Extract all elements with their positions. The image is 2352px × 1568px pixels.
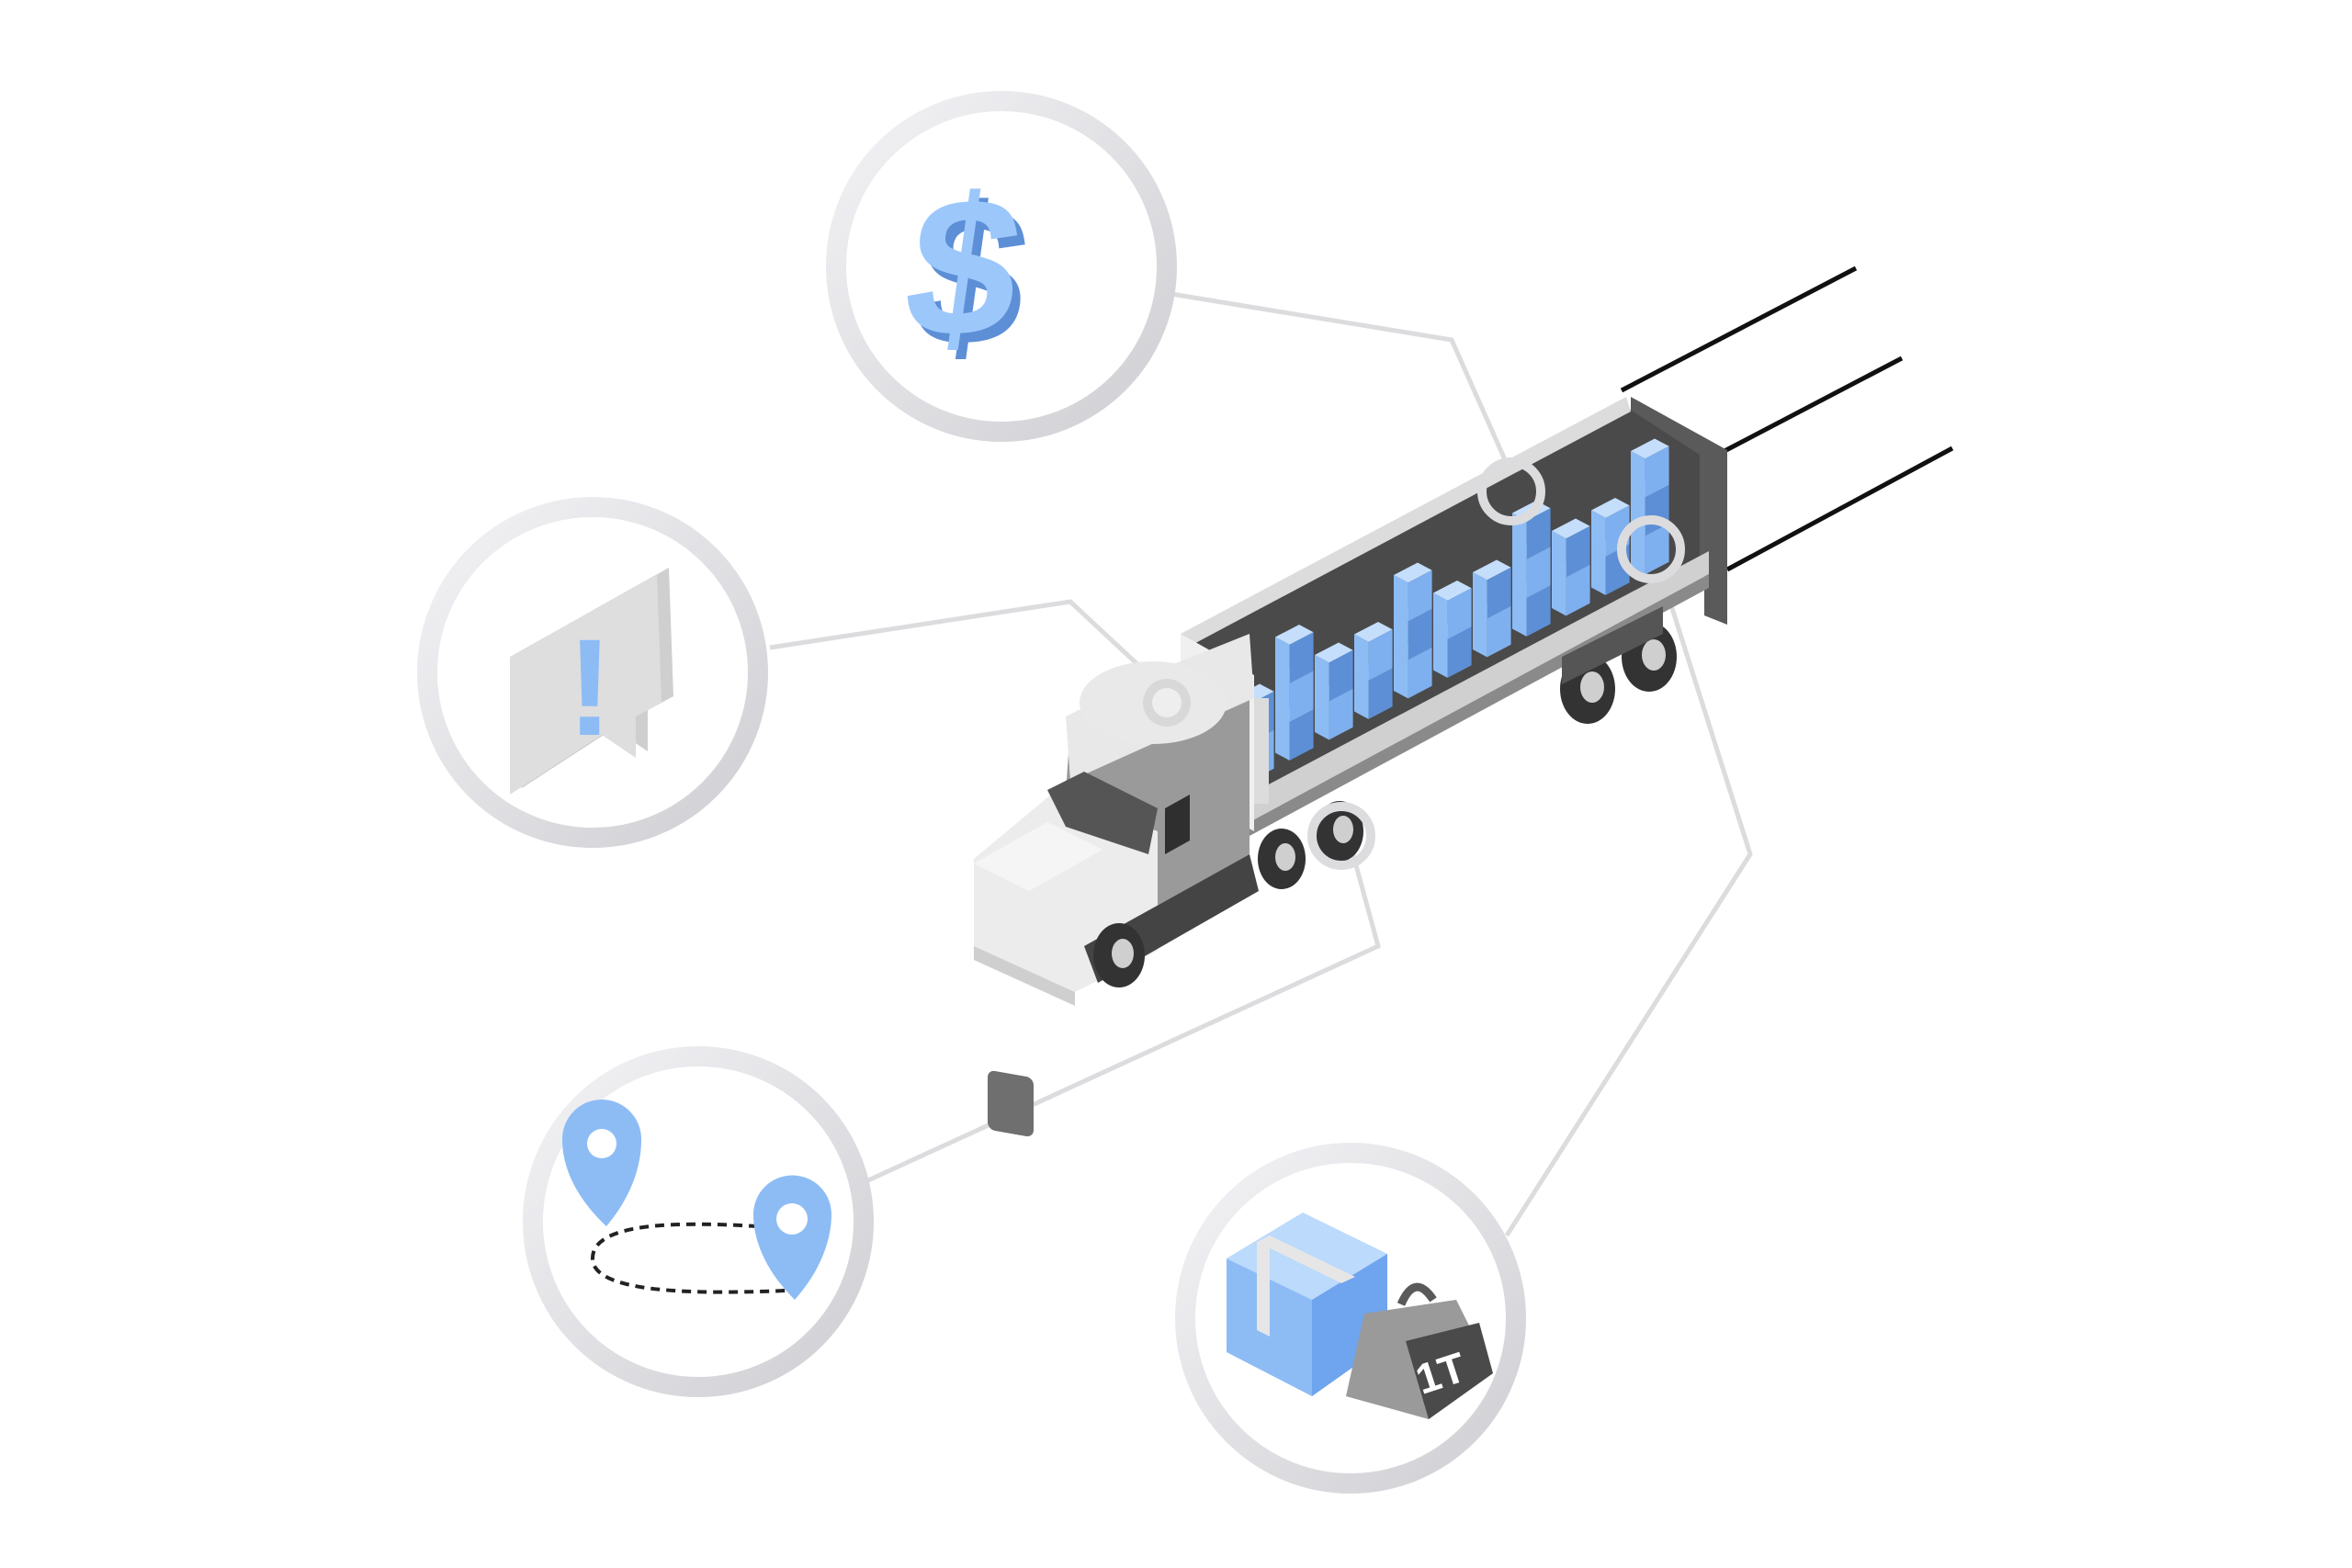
cargo-box-tape	[1257, 1235, 1355, 1283]
node-cost-ring	[826, 91, 1177, 442]
speed-line-1	[1620, 265, 1858, 393]
route-map-pins-icon	[562, 1100, 831, 1300]
trailer-wheels	[1560, 606, 1677, 724]
exclamation-mark: !	[567, 610, 613, 764]
connector-weight	[1504, 564, 1753, 1237]
anchor-ring-cargo	[1617, 515, 1685, 583]
semi-truck	[974, 397, 1727, 1137]
map-pin-start-icon	[562, 1100, 641, 1226]
node-route	[523, 1046, 874, 1397]
cargo-box	[1473, 559, 1511, 619]
anchor-ring-wheels	[1307, 802, 1375, 870]
cargo-box	[1591, 497, 1630, 557]
trailer-hub-front	[1580, 671, 1604, 703]
roof-light-inner	[1152, 688, 1182, 717]
weight-face	[1406, 1323, 1493, 1419]
cargo-box	[1631, 515, 1669, 575]
cargo-box	[1552, 518, 1590, 578]
cab-windshield	[1047, 772, 1158, 854]
speed-line-2	[1721, 355, 1904, 455]
cab-hood	[974, 822, 1102, 891]
node-cost: $ $	[826, 91, 1177, 442]
cargo-box	[1631, 438, 1669, 498]
map-pin-end-hole	[776, 1203, 808, 1235]
trailer-axle-block	[1562, 606, 1663, 684]
map-pin-end-icon	[753, 1175, 831, 1300]
cargo-box	[1275, 624, 1314, 683]
box-and-weight-icon: 1T	[1227, 1213, 1493, 1419]
cab-hub-rear	[1333, 816, 1353, 843]
route-dashed-path	[590, 1222, 786, 1294]
trailer-floor	[1250, 551, 1709, 822]
cargo-box	[1354, 621, 1393, 681]
speech-bubble	[510, 574, 662, 795]
exhaust-stack	[1254, 698, 1269, 804]
connector-alert	[769, 599, 1141, 668]
trailer-hub-rear	[1642, 639, 1666, 671]
cargo-box	[1433, 580, 1472, 639]
cargo-box-side	[1312, 1254, 1387, 1396]
cab-hub-front	[1112, 939, 1134, 968]
map-pin-start-hole	[587, 1129, 616, 1158]
connector-route	[866, 844, 1381, 1183]
truck-anchor-rings	[1307, 457, 1685, 870]
speed-line-3	[1725, 446, 1954, 572]
cargo-box	[1512, 577, 1551, 637]
cargo-box	[1315, 642, 1353, 702]
cab-grille	[988, 1070, 1034, 1137]
node-weight: 1T	[1175, 1143, 1526, 1494]
connector-cost	[1170, 291, 1510, 466]
weight-handle	[1396, 1282, 1437, 1306]
cargo-box	[1394, 562, 1432, 622]
cab-hub-mid	[1275, 843, 1295, 871]
exclamation-speech-bubble-icon: !	[510, 568, 673, 795]
cab-bumper	[974, 946, 1075, 1006]
cargo-box	[1433, 618, 1472, 678]
connector-lines	[769, 291, 1753, 1237]
trailer-bed-side	[1250, 574, 1709, 836]
cab-window	[1165, 795, 1190, 854]
anchor-ring-roof	[1477, 457, 1545, 525]
cab-wheels	[1093, 801, 1363, 987]
cargo-box-tape-front	[1257, 1242, 1270, 1337]
speed-lines	[1620, 265, 1954, 572]
node-alert: !	[417, 497, 768, 848]
